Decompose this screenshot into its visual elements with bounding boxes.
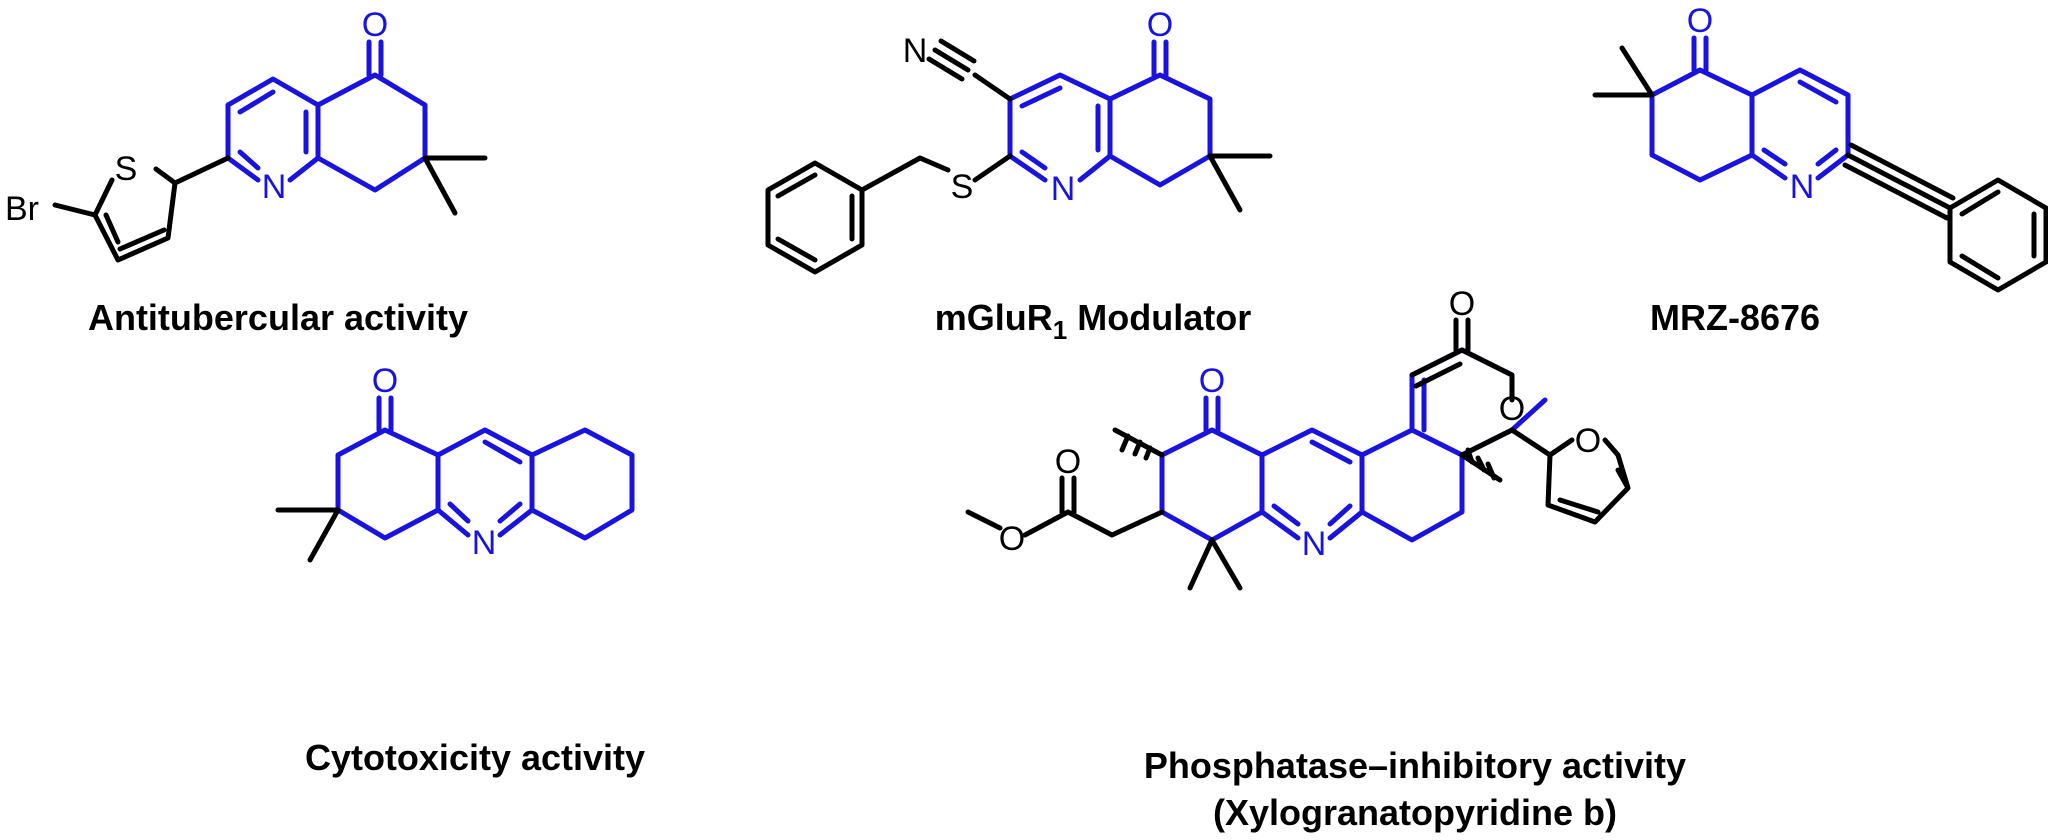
tetrahydroquinolinone-scaffold — [1007, 39, 1213, 188]
furan-o-bonds — [1547, 437, 1621, 458]
gem-dimethyl-bonds — [422, 155, 488, 216]
pyridine-nitrogen-label: N — [1302, 525, 1327, 563]
caption-cytotoxicity: Cytotoxicity activity — [305, 737, 645, 778]
ketone-oxygen-label: O — [1199, 362, 1225, 400]
compound-xylogranatopyridine-b: O O O O O O N Phosphatase–inhibitory act… — [965, 285, 1686, 833]
ring-a-methyl-hashed — [1112, 427, 1165, 461]
compound-antitubercular: O N S Br Antitubercular activity — [5, 6, 488, 338]
gem-dimethyl-bonds — [1207, 153, 1273, 213]
nitrile-nitrogen-label: N — [903, 32, 928, 70]
nitrile-bonds — [926, 38, 1013, 102]
lactone-ring-oxygen-label: O — [1499, 390, 1525, 428]
furan-oxygen-label: O — [1575, 422, 1601, 460]
ester-carbonyl-oxygen-label: O — [1055, 443, 1081, 481]
pyridine-nitrogen-label: N — [262, 168, 287, 206]
angular-methyl-bond — [1459, 447, 1503, 483]
ketone-oxygen-label: O — [362, 6, 388, 44]
pyridine-nitrogen-label: N — [472, 524, 497, 562]
caption-antitubercular: Antitubercular activity — [88, 297, 468, 338]
caption-xylogranatopyridine-line1: Phosphatase–inhibitory activity — [1144, 745, 1686, 786]
acridinone-scaffold — [335, 395, 635, 541]
ketone-oxygen-label: O — [1687, 2, 1713, 40]
bromo-bond — [52, 202, 98, 218]
pyridine-nitrogen-label: N — [1051, 170, 1076, 208]
sulfur-label: S — [951, 168, 974, 206]
caption-mrz-8676: MRZ-8676 — [1650, 297, 1820, 338]
compound-cytotoxicity: O N Cytotoxicity activity — [275, 362, 645, 778]
thiophene-sulfur-label: S — [115, 150, 138, 188]
ketone-oxygen-label: O — [1147, 6, 1173, 44]
lactone-ring-bonds — [1409, 347, 1515, 458]
alkyne-bonds — [1842, 142, 1956, 221]
caption-mglur1-modulator: mGluR1 Modulator — [935, 297, 1251, 345]
compound-mglur1-modulator: O N N S mGluR1 Modulator — [765, 6, 1273, 345]
tetrahydroquinolinone-scaffold — [1649, 35, 1851, 183]
bromine-label: Br — [5, 190, 39, 228]
ester-methoxy-oxygen-label: O — [999, 520, 1025, 558]
phenyl-ring-bonds — [1947, 177, 2048, 293]
ketone-oxygen-label: O — [372, 362, 398, 400]
tetrahydroquinolinone-scaffold — [225, 39, 428, 193]
compound-mrz-8676: O N MRZ-8676 — [1592, 2, 2048, 338]
methoxy-bonds — [965, 509, 1003, 531]
gem-dimethyl-bonds — [1187, 537, 1243, 591]
lactone-carbonyl-bond — [1453, 317, 1471, 353]
thioether-bonds — [859, 153, 1013, 193]
pyridine-nitrogen-label: N — [1790, 168, 1815, 206]
benzene-ring-bonds — [765, 160, 865, 275]
caption-xylogranatopyridine-line2: (Xylogranatopyridine b) — [1213, 792, 1617, 833]
ester-side-chain-bonds — [1022, 475, 1165, 538]
gem-dimethyl-bonds — [275, 507, 341, 563]
furan-bonds — [1509, 427, 1631, 525]
gem-dimethyl-bonds — [1592, 45, 1655, 98]
lactone-carbonyl-oxygen-label: O — [1449, 285, 1475, 323]
thiophene-ring-bonds — [92, 155, 231, 263]
